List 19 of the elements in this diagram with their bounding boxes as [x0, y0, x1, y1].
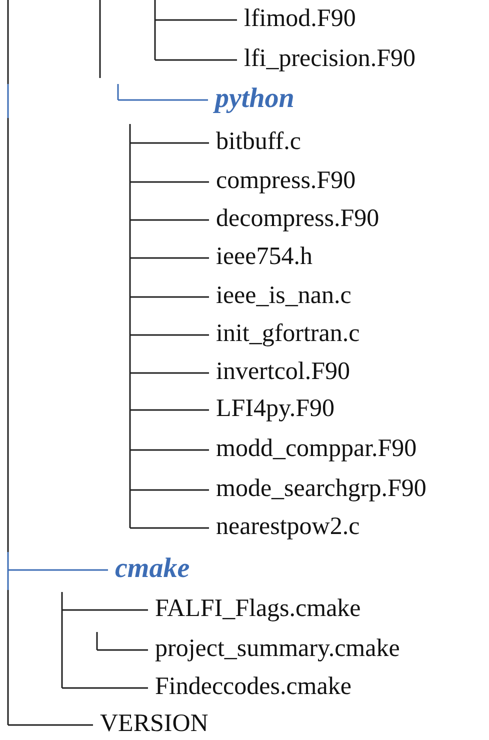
file-name: project_summary.cmake [155, 634, 400, 664]
file-name: FALFI_Flags.cmake [155, 594, 361, 624]
file-name: LFI4py.F90 [216, 394, 335, 424]
file-name: compress.F90 [216, 166, 356, 196]
folder-name: python [215, 84, 294, 114]
file-name: mode_searchgrp.F90 [216, 474, 426, 504]
file-name: lfimod.F90 [244, 4, 356, 34]
file-name: Findeccodes.cmake [155, 672, 352, 702]
file-name: VERSION [100, 709, 208, 739]
file-name: nearestpow2.c [216, 512, 360, 542]
file-name: ieee_is_nan.c [216, 281, 352, 311]
file-name: ieee754.h [216, 242, 312, 272]
file-name: bitbuff.c [216, 127, 301, 157]
file-name: decompress.F90 [216, 204, 380, 234]
file-name: init_gfortran.c [216, 319, 360, 349]
file-name: lfi_precision.F90 [244, 44, 416, 74]
folder-name: cmake [115, 554, 190, 584]
file-name: invertcol.F90 [216, 357, 350, 387]
file-name: modd_comppar.F90 [216, 434, 417, 464]
